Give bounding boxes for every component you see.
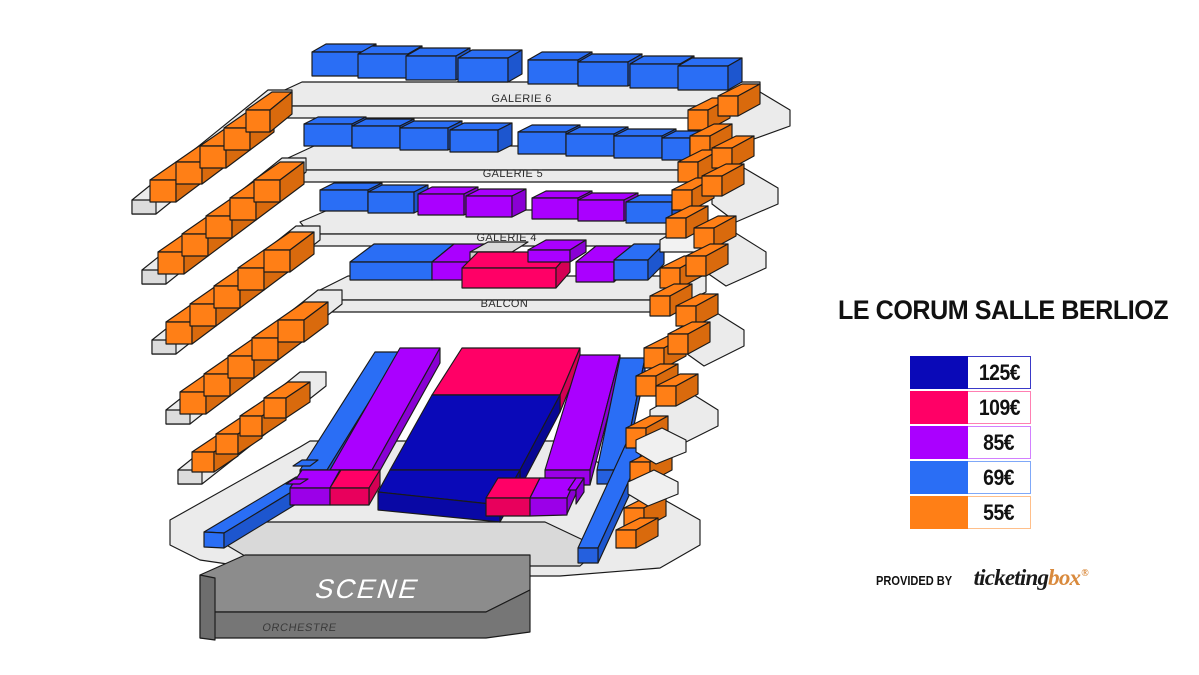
- legend-pricebox-85: 85€: [968, 426, 1031, 459]
- legend-swatch-55: [910, 496, 968, 529]
- orange-box: [277, 301, 329, 343]
- ticketingbox-logo[interactable]: ticketingbox®: [973, 565, 1089, 591]
- seat-block: [449, 122, 513, 153]
- orange-box: [667, 321, 711, 355]
- legend-panel: LE CORUM SALLE BERLIOZ 125€ 109€ 85€: [838, 295, 1169, 531]
- orange-box: [717, 83, 761, 117]
- tier-label-galerie-6: GALERIE 6: [491, 93, 552, 105]
- orange-box: [711, 135, 755, 169]
- stage-label-text: SCENE: [312, 573, 424, 603]
- legend-swatch-109: [910, 391, 968, 424]
- orange-box: [689, 123, 733, 157]
- seat-block: [677, 57, 743, 91]
- orange-box: [701, 163, 745, 197]
- legend-swatch-85: [910, 426, 968, 459]
- seat-block: [457, 49, 523, 83]
- orange-box: [693, 215, 737, 249]
- parterre-small-left-pink[interactable]: [329, 469, 381, 506]
- seat-block: [405, 47, 471, 81]
- legend-swatch-69: [910, 461, 968, 494]
- stage-block[interactable]: SCENE ORCHESTRE: [199, 554, 531, 641]
- tier-label-galerie-5: GALERIE 5: [482, 168, 543, 180]
- orange-box: [685, 243, 729, 277]
- left-side-boxes[interactable]: [131, 89, 343, 485]
- galerie-6-blocks[interactable]: [311, 43, 743, 91]
- parterre-seating[interactable]: [203, 347, 651, 564]
- galerie-4-blocks[interactable]: [319, 182, 687, 224]
- legend-pricebox-55: 55€: [968, 496, 1031, 529]
- orange-box: [253, 161, 305, 203]
- right-side-boxes[interactable]: [615, 83, 791, 549]
- provided-by-label: PROVIDED BY: [876, 573, 953, 588]
- tier-label-galerie-4: GALERIE 4: [476, 232, 537, 244]
- legend-price-109: 109€: [978, 394, 1020, 420]
- orange-box: [665, 205, 709, 239]
- seat-block: [531, 190, 593, 220]
- legend-price-125: 125€: [978, 359, 1020, 385]
- seat-block: [613, 243, 665, 281]
- legend-swatch-125: [910, 356, 968, 389]
- orange-box: [615, 517, 659, 549]
- orange-box: [245, 91, 293, 133]
- legend-row-55[interactable]: 55€: [910, 496, 1138, 529]
- brand-name-second: box: [1048, 565, 1081, 590]
- orchestra-label-text: ORCHESTRE: [261, 622, 337, 634]
- seat-block: [465, 188, 527, 218]
- legend-row-85[interactable]: 85€: [910, 426, 1138, 459]
- legend-row-125[interactable]: 125€: [910, 356, 1138, 389]
- brand-name-first: ticketing: [973, 565, 1049, 590]
- parterre-small-right-purple[interactable]: [529, 477, 585, 517]
- price-legend-list: 125€ 109€ 85€ 69€: [910, 356, 1138, 529]
- parterre-small-left[interactable]: [285, 469, 341, 506]
- registered-mark-icon: ®: [1081, 568, 1088, 580]
- orange-box: [263, 231, 315, 273]
- seat-block: [527, 239, 587, 263]
- legend-row-109[interactable]: 109€: [910, 391, 1138, 424]
- legend-price-85: 85€: [983, 429, 1015, 455]
- page-title: LE CORUM SALLE BERLIOZ: [838, 295, 1169, 325]
- legend-pricebox-109: 109€: [968, 391, 1031, 424]
- legend-price-55: 55€: [983, 499, 1015, 525]
- orange-box: [655, 373, 699, 407]
- legend-pricebox-125: 125€: [968, 356, 1031, 389]
- orange-box: [263, 381, 311, 419]
- legend-price-69: 69€: [983, 464, 1015, 490]
- orange-box: [675, 293, 719, 327]
- galerie-5-blocks[interactable]: [303, 116, 701, 161]
- tier-label-balcon: BALCON: [480, 298, 528, 310]
- provided-by-branding: PROVIDED BY ticketingbox®: [876, 565, 1089, 591]
- legend-pricebox-69: 69€: [968, 461, 1031, 494]
- legend-row-69[interactable]: 69€: [910, 461, 1138, 494]
